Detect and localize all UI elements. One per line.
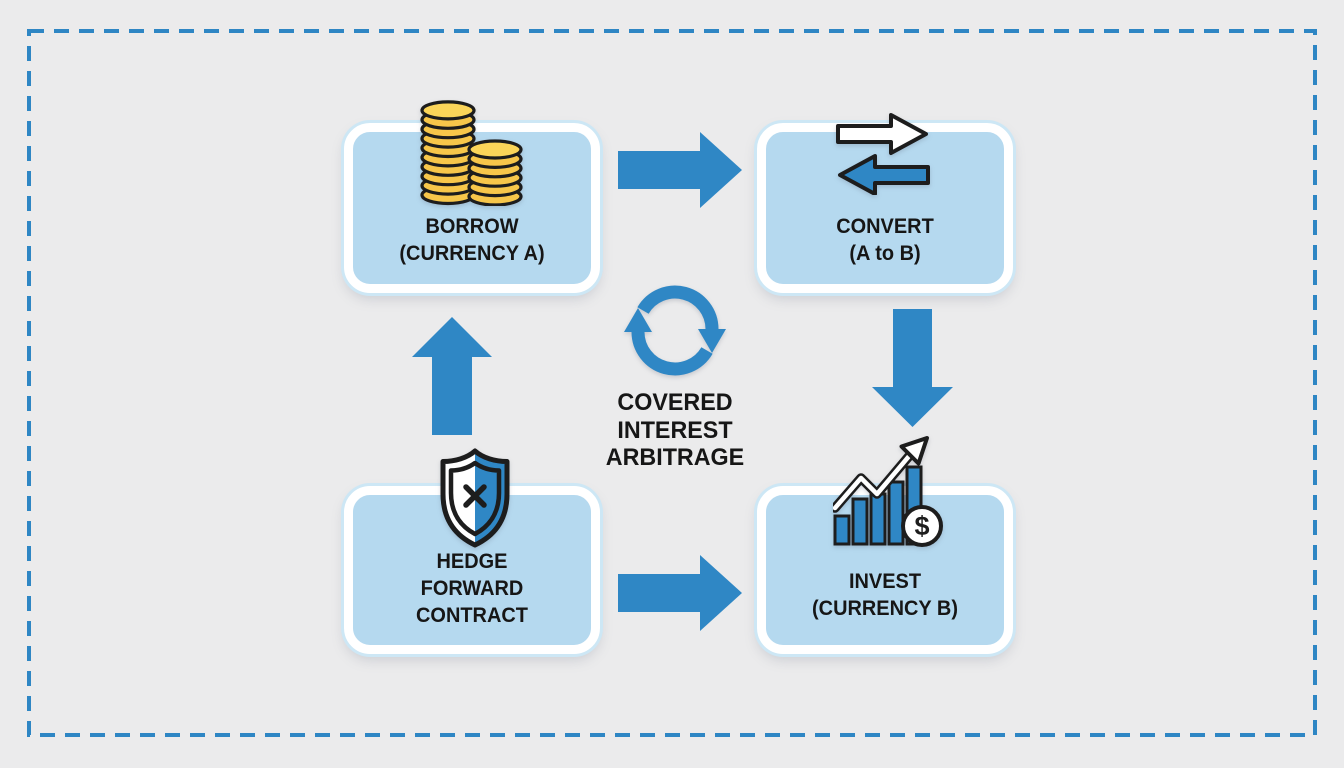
dollar-symbol: $: [914, 511, 929, 541]
flow-arrow-hedge-to-borrow: [412, 317, 492, 435]
node-convert: CONVERT (A to B): [757, 123, 1013, 293]
cycle-arrows-icon: [612, 285, 726, 382]
exchange-arrows-icon: [836, 113, 930, 195]
center-title-line1: COVERED: [617, 389, 733, 416]
center-title-line3: ARBITRAGE: [605, 444, 745, 471]
node-hedge-line1: HEDGE: [436, 550, 508, 573]
growth-chart-dollar-icon: $: [833, 436, 943, 547]
center-title-line2: INTEREST: [617, 416, 733, 444]
node-convert-label: CONVERT (A to B): [772, 213, 998, 267]
flow-arrow-convert-to-invest: [872, 309, 953, 427]
flow-arrow-hedge-to-invest: [618, 555, 742, 631]
node-invest-line2: (CURRENCY B): [812, 597, 958, 620]
node-borrow-line1: BORROW: [425, 215, 519, 238]
node-hedge-label: HEDGE FORWARD CONTRACT: [359, 548, 585, 629]
node-convert-line1: CONVERT: [836, 215, 934, 238]
node-borrow-label: BORROW (CURRENCY A): [359, 213, 585, 267]
center-title: COVERED INTEREST ARBITRAGE: [565, 389, 784, 472]
flow-arrow-borrow-to-convert: [618, 132, 742, 208]
node-hedge-line2: FORWARD: [420, 577, 524, 600]
node-invest-label: INVEST (CURRENCY B): [772, 568, 998, 622]
node-hedge-line3: CONTRACT: [416, 604, 528, 627]
coin-stacks-icon: [420, 100, 523, 206]
shield-cross-icon: [440, 448, 510, 548]
node-borrow-line2: (CURRENCY A): [399, 242, 545, 265]
node-invest-line1: INVEST: [848, 570, 922, 593]
node-convert-line2: (A to B): [849, 242, 921, 265]
